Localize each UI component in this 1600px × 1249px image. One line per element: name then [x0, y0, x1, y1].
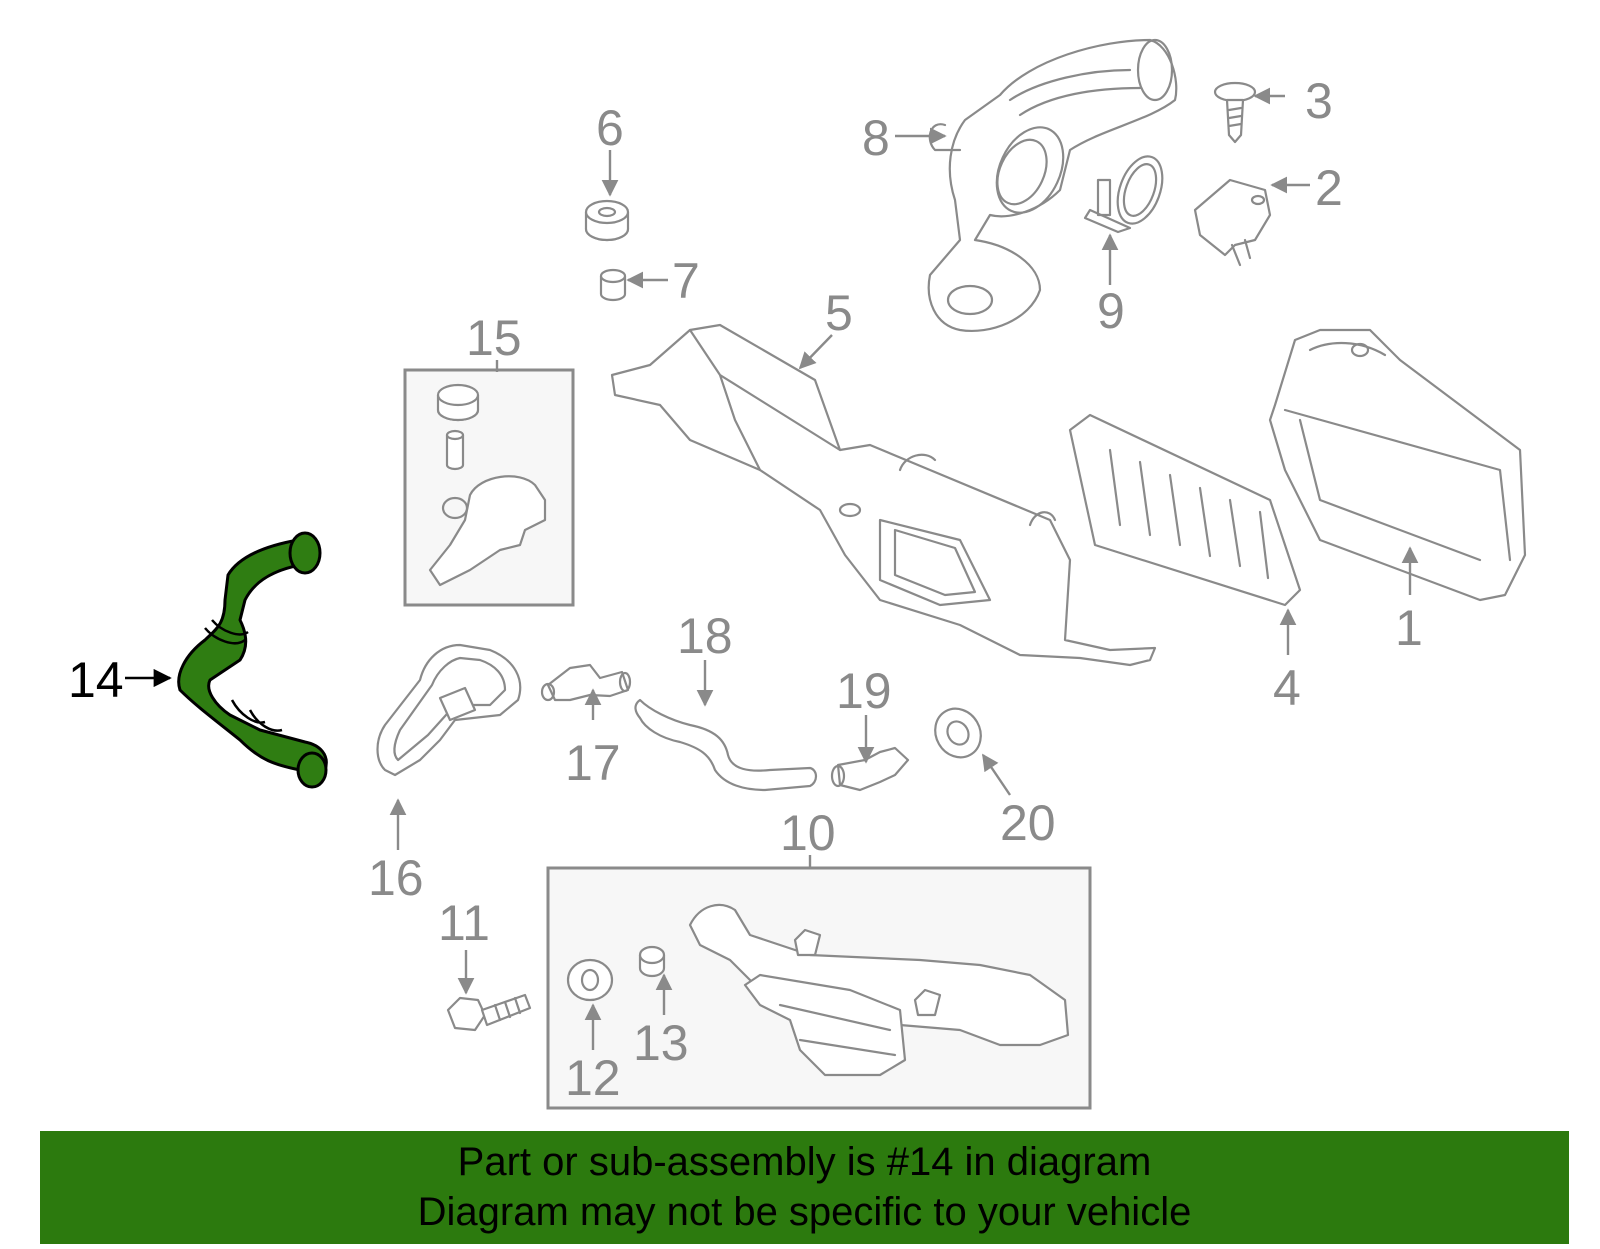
- callout-20: 20: [1000, 795, 1056, 851]
- part-14-hose: [177, 531, 328, 789]
- callout-3: 3: [1305, 73, 1333, 129]
- callout-12: 12: [565, 1050, 621, 1106]
- part-9-clamp: [1083, 155, 1164, 234]
- part-1-upper-case: [1268, 328, 1527, 602]
- callout-17: 17: [565, 735, 621, 791]
- part-8-intake-duct: [927, 38, 1178, 332]
- callout-8: 8: [862, 110, 890, 166]
- part-15-box: [403, 368, 575, 607]
- part-20-grommet: [934, 707, 982, 759]
- parts-diagram: 1 2 3 4 5 6 7 8 9 10 11 12 13 14 15 16 1…: [68, 38, 1527, 1110]
- part-4-filter: [1068, 413, 1302, 607]
- part-16-loop-hose: [376, 643, 522, 777]
- callout-11: 11: [438, 895, 490, 951]
- callout-5: 5: [825, 285, 853, 341]
- callout-lines: [125, 87, 1419, 1050]
- part-18-hose: [634, 698, 818, 792]
- part-7-collar: [599, 268, 627, 302]
- callout-2: 2: [1315, 160, 1343, 216]
- callout-19: 19: [836, 663, 892, 719]
- callout-4: 4: [1273, 660, 1301, 716]
- callout-14: 14: [68, 652, 124, 708]
- banner-line-1: Part or sub-assembly is #14 in diagram: [457, 1140, 1152, 1184]
- callout-9: 9: [1097, 283, 1125, 339]
- part-11-bolt: [446, 993, 532, 1032]
- part-5-air-case: [610, 323, 1157, 667]
- part-6-grommet: [584, 199, 630, 242]
- callout-16: 16: [368, 850, 424, 906]
- info-banner: Part or sub-assembly is #14 in diagram D…: [40, 1131, 1569, 1244]
- callout-15: 15: [466, 310, 522, 366]
- part-17-connector: [540, 663, 632, 702]
- banner-line-2: Diagram may not be specific to your vehi…: [417, 1190, 1192, 1234]
- callout-numbers: 1 2 3 4 5 6 7 8 9 10 11 12 13 14 15 16 1…: [68, 73, 1423, 1106]
- callout-13: 13: [633, 1015, 689, 1071]
- callout-7: 7: [672, 253, 700, 309]
- part-10-box: [546, 866, 1092, 1110]
- callout-6: 6: [596, 100, 624, 156]
- callout-18: 18: [677, 608, 733, 664]
- part-3-screw: [1213, 81, 1257, 144]
- callout-10: 10: [780, 805, 836, 861]
- callout-1: 1: [1395, 600, 1423, 656]
- part-19-elbow: [830, 746, 910, 792]
- part-2-sensor: [1193, 178, 1272, 267]
